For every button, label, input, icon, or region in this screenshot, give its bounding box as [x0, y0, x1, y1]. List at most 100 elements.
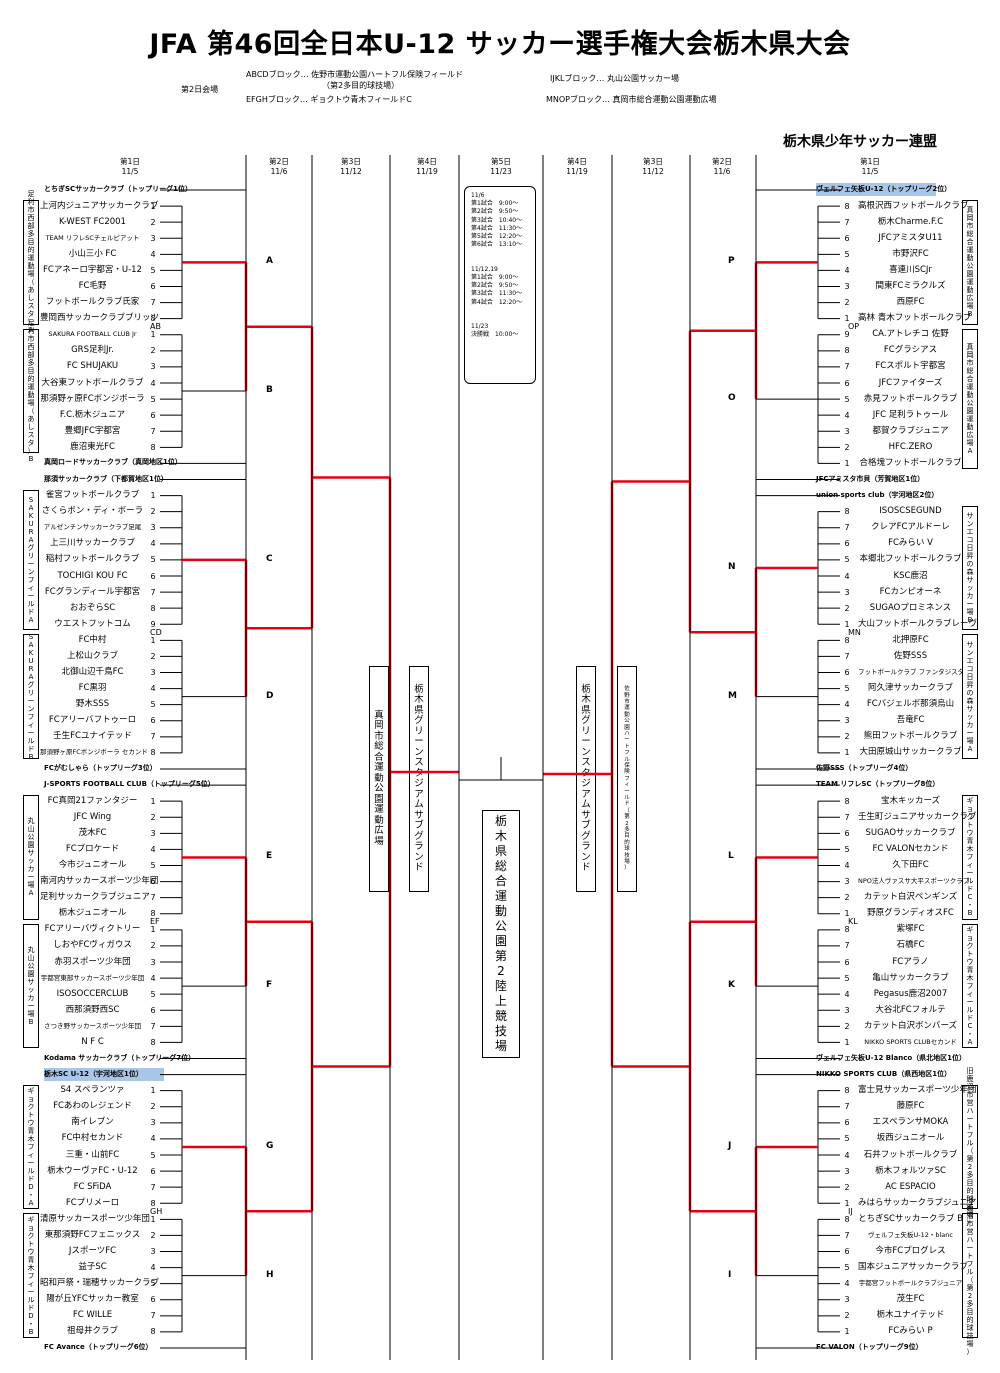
team-seed-number: 5 [844, 684, 850, 694]
team-seed-number: 8 [150, 603, 156, 613]
team-seed-number: 4 [150, 539, 156, 549]
block-letter: D [266, 690, 274, 701]
team-name: FCみらい V [888, 538, 933, 549]
team-seed-number: 6 [150, 716, 156, 726]
team-name: 赤見フットボールクラブ [863, 393, 958, 404]
team-name: 坂西ジュニオール [876, 1133, 945, 1144]
team-name: HFC.ZERO [888, 441, 933, 452]
team-seed-number: 7 [150, 1182, 156, 1192]
team-name: FCスポルト宇都宮 [875, 361, 946, 372]
seed-team: J-SPORTS FOOTBALL CLUB（トップリーグ5位） [44, 780, 215, 789]
team-seed-number: 4 [150, 1134, 156, 1144]
team-seed-number: 5 [844, 555, 850, 565]
team-name: FC VALONセカンド [872, 843, 949, 854]
team-name: 国本ジュニアサッカークラブ [858, 1262, 968, 1273]
team-name: 大山フットボールクラブレーヴ [858, 618, 978, 629]
block-code: CD [150, 627, 162, 637]
team-name: カテット白沢ボンバーズ [863, 1020, 958, 1031]
team-seed-number: 4 [150, 684, 156, 694]
team-seed-number: 3 [844, 426, 850, 436]
team-seed-number: 9 [844, 330, 850, 340]
team-seed-number: 5 [844, 249, 850, 259]
block-letter: E [266, 851, 273, 862]
team-name: 石井フットボールクラブ [863, 1149, 958, 1160]
team-name: JFC 足利ラトゥール [872, 409, 949, 420]
team-seed-number: 8 [844, 201, 850, 211]
team-seed-number: 8 [844, 635, 850, 645]
team-name: JFC Wing [73, 811, 112, 822]
team-name: GRS足利Jr. [71, 345, 114, 356]
team-seed-number: 7 [150, 587, 156, 597]
team-name: みはらサッカークラブジュニア [858, 1197, 977, 1208]
team-name: 西原FC [896, 297, 925, 308]
team-seed-number: 1 [150, 201, 156, 211]
team-name: 昭和戸祭・瑞穂サッカークラブ [40, 1278, 160, 1289]
team-name: 都賀クラブジュニア [872, 425, 949, 436]
team-seed-number: 1 [150, 1086, 156, 1096]
team-name: 栃木フォルツァSC [875, 1165, 946, 1176]
team-seed-number: 1 [844, 458, 850, 468]
round-header: 第2日 [712, 157, 732, 166]
team-name: TEAM リフレSCチェルピアット [45, 233, 140, 242]
team-name: SUGAOサッカークラブ [865, 827, 956, 838]
team-seed-number: 9 [150, 619, 156, 629]
team-seed-number: 8 [150, 442, 156, 452]
round-date: 11/19 [566, 167, 588, 176]
team-name: 鹿沼東光FC [70, 441, 115, 452]
team-seed-number: 5 [150, 394, 156, 404]
team-seed-number: 2 [844, 442, 850, 452]
team-name: FCグランディール宇都宮 [44, 586, 141, 597]
team-seed-number: 7 [844, 651, 850, 661]
team-seed-number: 4 [844, 265, 850, 275]
round-date: 11/23 [490, 167, 512, 176]
round-header: 第5日 [491, 157, 511, 166]
team-name: FCグラシアス [883, 345, 938, 356]
team-seed-number: 6 [844, 668, 850, 677]
venue-day2-label: 第2日会場 [181, 85, 219, 94]
team-seed-number: 6 [844, 1118, 850, 1128]
team-name: 高林 青木フットボールクラブ [858, 313, 972, 324]
team-name: 佐野SSS [893, 650, 928, 661]
team-name: アルゼンチンサッカークラブ足尾 [43, 523, 142, 532]
venue-r3-left: 真岡市総合運動公園運動広場 [369, 666, 389, 892]
block-code: OP [848, 322, 860, 332]
venue-abcd: ABCDブロック… 佐野市運動公園ハートフル保険フィールド [246, 70, 463, 79]
team-seed-number: 6 [844, 539, 850, 549]
team-seed-number: 5 [150, 555, 156, 565]
team-seed-number: 3 [150, 233, 156, 243]
team-seed-number: 1 [844, 909, 850, 919]
team-name: FCあわのレジェンド [53, 1101, 132, 1112]
seed-team: 栃木SC U-12（宇河地区1位） [44, 1067, 164, 1081]
team-seed-number: 3 [150, 1118, 156, 1128]
team-seed-number: 5 [844, 394, 850, 404]
team-name: JFCアミスタU11 [878, 232, 943, 243]
seed-team: とちぎSCサッカークラブ（トップリーグ1位） [44, 185, 193, 193]
team-name: 大谷北FCフォルテ [875, 1004, 946, 1015]
team-seed-number: 6 [844, 233, 850, 243]
team-seed-number: 5 [844, 1134, 850, 1144]
team-seed-number: 6 [844, 828, 850, 838]
team-seed-number: 5 [150, 1150, 156, 1160]
team-name: AC ESPACIO [885, 1181, 936, 1192]
team-seed-number: 7 [150, 1311, 156, 1321]
team-seed-number: 4 [844, 1279, 850, 1289]
team-seed-number: 1 [844, 1037, 850, 1047]
team-name: 清原サッカースポーツ少年団 [40, 1213, 150, 1224]
team-name: 栃木ジュニオール [58, 908, 127, 919]
team-seed-number: 1 [844, 1327, 850, 1337]
team-seed-number: 1 [844, 314, 850, 324]
team-name: 市野沢FC [892, 248, 929, 259]
team-seed-number: 6 [150, 1005, 156, 1015]
team-name: カテット白沢ペンギンズ [863, 892, 958, 903]
team-seed-number: 1 [150, 635, 156, 645]
team-name: FCブロケード [65, 843, 120, 854]
team-seed-number: 6 [844, 957, 850, 967]
block-letter: J [728, 1140, 732, 1151]
team-seed-number: 6 [150, 1166, 156, 1176]
